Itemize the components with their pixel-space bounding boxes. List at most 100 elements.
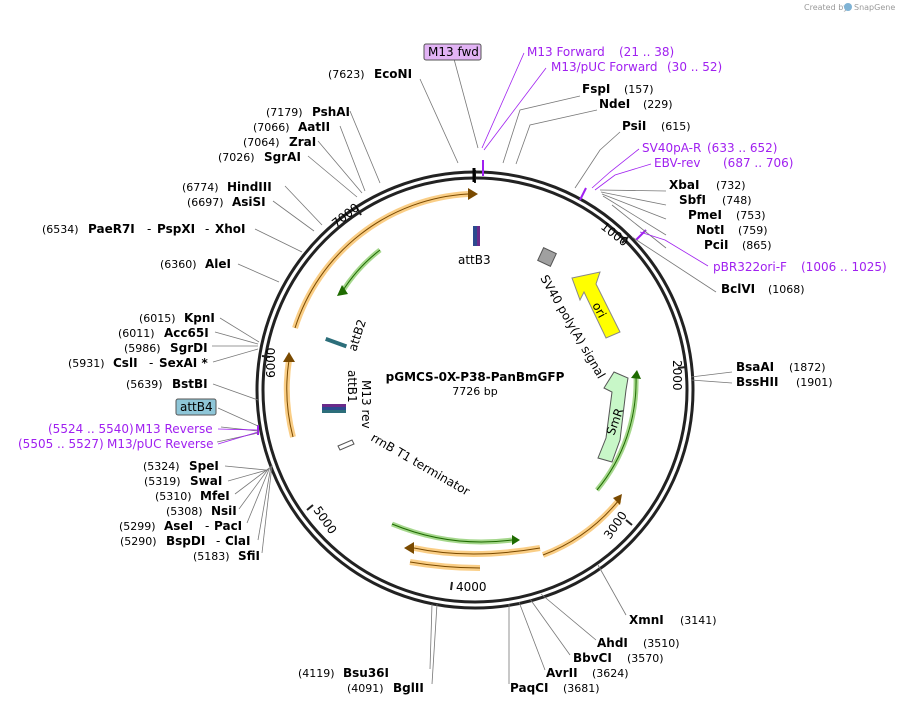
site-name: PshAI bbox=[312, 105, 350, 119]
site-name: SfiI bbox=[238, 549, 260, 563]
site-name: AvrII bbox=[546, 666, 578, 680]
primer-name: EBV-rev bbox=[654, 156, 700, 170]
site-name: AhdI bbox=[597, 636, 628, 650]
site-name: NsiI bbox=[211, 504, 237, 518]
tick-label: 5000 bbox=[311, 504, 340, 537]
arrowhead bbox=[468, 188, 478, 200]
tick-label: 6000 bbox=[264, 347, 278, 378]
primer-name: SV40pA-R bbox=[642, 141, 701, 155]
primer-range: (5524 .. 5540) bbox=[48, 422, 134, 436]
attb2-marker bbox=[325, 337, 348, 349]
arrowhead bbox=[631, 370, 641, 379]
site-name: HindIII bbox=[227, 180, 272, 194]
site-name: PciI bbox=[704, 238, 729, 252]
site-name: PaeR7I bbox=[88, 222, 135, 236]
site-name: PaqCI bbox=[510, 681, 548, 695]
site-pos: (5319) bbox=[144, 475, 181, 488]
site-pos: (6360) bbox=[160, 258, 197, 271]
site-pos: (3141) bbox=[680, 614, 717, 627]
site-pos: (6697) bbox=[187, 196, 224, 209]
leader-lines bbox=[212, 58, 733, 685]
credit-brand: SnapGene bbox=[854, 3, 895, 12]
site-pos: (7064) bbox=[243, 136, 280, 149]
site-pos: (753) bbox=[736, 209, 766, 222]
attb4-box: attB4 bbox=[175, 398, 217, 416]
site-name: PacI bbox=[214, 519, 242, 533]
site-pos: (5290) bbox=[120, 535, 157, 548]
site-pos: (4119) bbox=[298, 667, 335, 680]
site-name: NdeI bbox=[599, 97, 630, 111]
feature-label-smr: SmR bbox=[604, 406, 627, 437]
site-name: SpeI bbox=[189, 459, 219, 473]
site-name: BssHII bbox=[736, 375, 778, 389]
site-separator: - bbox=[147, 222, 151, 236]
site-pos: (3681) bbox=[563, 682, 600, 695]
snapgene-logo-icon bbox=[844, 3, 852, 11]
site-name: SwaI bbox=[190, 474, 222, 488]
site-pos: (5986) bbox=[124, 342, 161, 355]
primer-name: M13/pUC Reverse bbox=[107, 437, 214, 451]
tick-label: 2000 bbox=[670, 360, 684, 391]
primer-range: (1006 .. 1025) bbox=[801, 260, 887, 274]
site-name: PsiI bbox=[622, 119, 646, 133]
orange-features bbox=[283, 191, 622, 571]
site-pos: (7623) bbox=[328, 68, 365, 81]
ori-arrow bbox=[571, 271, 621, 339]
arrowhead bbox=[283, 352, 295, 362]
site-name: PmeI bbox=[688, 208, 722, 222]
site-pos: (865) bbox=[742, 239, 772, 252]
site-pos: (6534) bbox=[42, 223, 79, 236]
site-name: AatII bbox=[298, 120, 330, 134]
m13-fwd-label: M13 fwd bbox=[428, 45, 479, 59]
attb1-marker bbox=[322, 404, 346, 413]
site-name: EcoNI bbox=[374, 67, 412, 81]
site-pos: (6774) bbox=[182, 181, 219, 194]
site-name: CslI bbox=[113, 356, 138, 370]
site-name: AleI bbox=[205, 257, 231, 271]
site-name: BbvCI bbox=[573, 651, 612, 665]
site-name: SexAI * bbox=[159, 356, 208, 370]
site-separator: - bbox=[205, 519, 209, 533]
feature-label-attb1: attB1 bbox=[345, 370, 359, 403]
site-pos: (157) bbox=[624, 83, 654, 96]
site-name: XmnI bbox=[629, 613, 664, 627]
primer-range: (5505 .. 5527) bbox=[18, 437, 104, 451]
site-pos: (5310) bbox=[155, 490, 192, 503]
site-pos: (5183) bbox=[193, 550, 230, 563]
primer-name: M13 Reverse bbox=[135, 422, 213, 436]
primer-range: (30 .. 52) bbox=[667, 60, 722, 74]
site-name: Acc65I bbox=[164, 326, 209, 340]
site-separator: - bbox=[149, 356, 153, 370]
site-name: BclVI bbox=[721, 282, 755, 296]
feature-label-ori: ori bbox=[589, 300, 609, 320]
primer-name: pBR322ori-F bbox=[713, 260, 787, 274]
site-name: AseI bbox=[164, 519, 193, 533]
site-name: AsiSI bbox=[232, 195, 266, 209]
site-pos: (615) bbox=[661, 120, 691, 133]
plasmid-name: pGMCS-0X-P38-PanBmGFP bbox=[386, 370, 565, 384]
site-name: BsaAI bbox=[736, 360, 774, 374]
site-pos: (3510) bbox=[643, 637, 680, 650]
primer-range: (21 .. 38) bbox=[619, 45, 674, 59]
sv40-marker bbox=[537, 247, 557, 267]
site-name: ClaI bbox=[225, 534, 250, 548]
arrowhead bbox=[404, 542, 414, 554]
site-pos: (7026) bbox=[218, 151, 255, 164]
site-separator: - bbox=[216, 534, 220, 548]
site-pos: (229) bbox=[643, 98, 673, 111]
site-pos: (3570) bbox=[627, 652, 664, 665]
arrowhead bbox=[512, 535, 520, 545]
attb4-label: attB4 bbox=[180, 400, 213, 414]
site-name: SbfI bbox=[679, 193, 706, 207]
primer-name: M13/pUC Forward bbox=[551, 60, 658, 74]
site-name: KpnI bbox=[184, 311, 215, 325]
feature-label-rrnb: rrnB T1 terminator bbox=[369, 430, 473, 498]
site-name: NotI bbox=[696, 223, 725, 237]
attb3-marker bbox=[473, 226, 480, 246]
site-name: Bsu36I bbox=[343, 666, 389, 680]
site-pos: (759) bbox=[738, 224, 768, 237]
tick-label: 4000 bbox=[456, 580, 487, 594]
site-name: MfeI bbox=[200, 489, 230, 503]
site-pos: (4091) bbox=[347, 682, 384, 695]
